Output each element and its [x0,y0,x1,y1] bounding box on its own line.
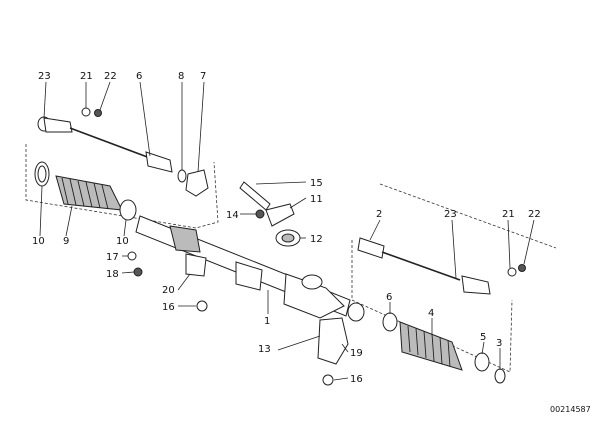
callout-7: 7 [200,71,206,82]
rack-housing-center-mount [235,261,263,291]
callout-2: 2 [376,209,382,220]
rack-housing-bracket-a [185,253,207,277]
callout-labels: 23 21 22 6 8 7 10 9 10 17 18 20 16 15 11… [32,71,541,385]
right-seal-ring [382,312,398,332]
mount-bracket [317,317,349,365]
valve-ball [255,209,265,219]
diagram-reference-number: 00214587 [550,405,591,414]
callout-6-left: 6 [136,71,142,82]
left-fasteners [127,251,334,386]
left-boot-assembly [34,161,137,221]
callout-23-left: 23 [38,71,51,82]
callout-5: 5 [480,332,486,343]
rack-housing [135,215,398,332]
callout-10-left: 10 [32,236,45,247]
rack-housing-left-mount [169,225,201,253]
right-boot-assembly [399,321,506,384]
left-inner-joint [145,151,173,173]
left-boot-ribs [61,177,109,210]
rack-housing-pinion-port [301,274,323,290]
callout-14: 14 [226,210,239,221]
retaining-clip [265,203,295,227]
callout-1: 1 [264,316,270,327]
callout-4: 4 [428,308,434,319]
left-assembly-frame [25,144,219,229]
left-clamp-inner [119,199,137,221]
callout-9: 9 [63,236,69,247]
left-lock-plate [185,169,209,197]
left-tie-rod-shaft [69,127,151,159]
callout-12: 12 [310,234,323,245]
callout-23-right: 23 [444,209,457,220]
callout-10-middle: 10 [116,236,129,247]
callout-13: 13 [258,344,271,355]
callout-22-right: 22 [528,209,541,220]
rack-housing-right-end [347,302,365,322]
right-clamp-3 [494,368,506,384]
callout-20: 20 [162,285,175,296]
leader-lines [39,81,535,381]
rubber-mount-16-upper [196,300,208,312]
callout-16-upper: 16 [162,302,175,313]
right-tie-rod-end [461,275,491,295]
right-tie-rod-shaft [381,251,461,281]
callout-16-lower: 16 [350,374,363,385]
valve-lever [239,181,271,211]
left-nut [94,109,102,117]
right-boot-ribs [407,325,451,368]
callout-3: 3 [496,338,502,349]
pressure-disc-inner [281,233,295,243]
left-clamp-outer-inner [37,165,47,183]
callout-22-left: 22 [104,71,117,82]
left-lock-nut [81,107,91,117]
callout-15: 15 [310,178,323,189]
callout-19: 19 [350,348,363,359]
rubber-mount-16-lower [322,374,334,386]
callout-21-left: 21 [80,71,93,82]
callout-8-left: 8 [178,71,184,82]
callout-21-right: 21 [502,209,515,220]
left-tie-rod-end-body [43,117,73,133]
fastener-washer-17 [127,251,137,261]
right-clamp-5 [474,352,490,372]
right-nut [518,264,526,272]
right-inner-joint [357,237,385,259]
callout-11: 11 [310,194,323,205]
callout-18: 18 [106,269,119,280]
callout-6-right: 6 [386,292,392,303]
fastener-nut-18 [133,267,143,277]
right-lock-nut [507,267,517,277]
left-washer [177,169,187,183]
right-tie-rod-assembly [357,237,526,295]
callout-17: 17 [106,252,119,263]
right-boot [399,321,463,371]
upper-right-guide-line [379,183,557,249]
